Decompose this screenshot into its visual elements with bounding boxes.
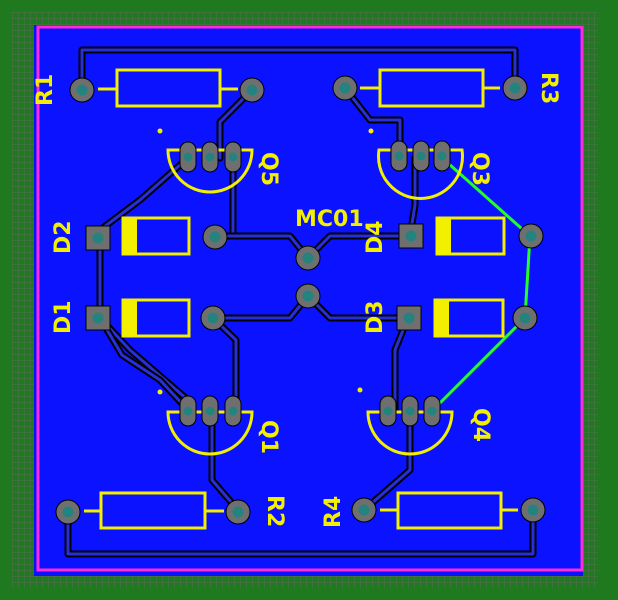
pads-q5 [179,141,242,173]
pad-d2-a [85,225,111,251]
label-d4: D4 [363,220,388,254]
board-outline [36,25,584,572]
label-d3: D3 [363,300,388,334]
pad-d3-k [512,305,538,331]
label-r1: R1 [33,74,58,106]
pad-r4-2 [520,497,546,523]
label-r4: R4 [321,496,346,528]
q4-outline [366,410,454,456]
label-q1: Q1 [256,420,281,454]
label-r2: R2 [262,495,287,527]
ratsnest-q3-net [431,154,532,412]
label-q5: Q5 [256,152,281,186]
label-d2: D2 [51,220,76,254]
d3-body [433,298,505,338]
q5-outline [166,148,254,194]
designators: R1 R3 R2 R4 D2 D1 D4 D3 Q5 Q3 Q1 Q4 MC01 [33,72,561,528]
pad-r1-2 [239,77,265,103]
pad-d2-k [202,224,228,250]
pad-d4-k [518,223,544,249]
pad-r2-2 [225,499,251,525]
pad-mc01-2 [295,283,321,309]
pads-q3 [390,140,451,172]
pad-r3-2 [502,75,528,101]
pads-q1 [179,395,242,427]
pads [55,75,546,525]
pad-r2-1 [55,499,81,525]
d2-body [121,216,191,256]
label-d1: D1 [51,300,76,334]
pad-d1-k [200,305,226,331]
silk-diodes [121,216,506,338]
ratsnest [431,154,532,412]
pad-d4-a [398,223,424,249]
pad-r4-1 [351,497,377,523]
silk-resistors [84,68,518,530]
label-mc01: MC01 [295,207,364,232]
pad-d3-a [396,305,422,331]
d1-body [121,298,191,338]
pin1-dots [157,128,374,395]
q1-outline [166,410,254,456]
pad-mc01-1 [295,245,321,271]
label-r3: R3 [536,72,561,104]
pad-r1-1 [69,77,95,103]
pad-r3-1 [332,75,358,101]
pads-q4 [379,395,441,427]
pad-d1-a [85,305,111,331]
label-q3: Q3 [467,152,492,186]
q3-outline [377,148,464,200]
d4-body [435,216,506,256]
silk-transistors [166,148,464,456]
label-q4: Q4 [468,408,493,442]
